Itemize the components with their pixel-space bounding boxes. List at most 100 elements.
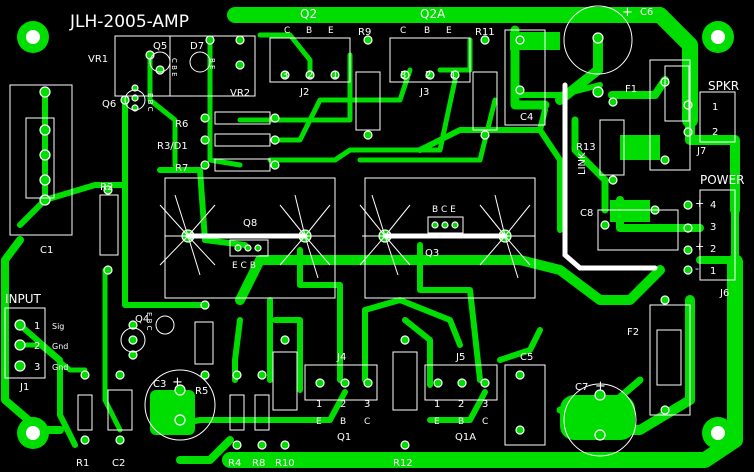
- label-q1-e: E: [316, 417, 322, 427]
- label-q2-e: E: [328, 26, 334, 36]
- label-power-sign-2: +: [695, 240, 704, 253]
- label-q3-pins: B C E: [432, 205, 456, 215]
- label-q2: Q2: [300, 7, 317, 21]
- label-spkr: SPKR: [708, 79, 739, 93]
- label-j5-pin3: 3: [482, 399, 488, 410]
- label-r1: R1: [76, 458, 89, 469]
- label-j2-pin3: 3: [282, 70, 288, 81]
- label-d7: D7: [190, 41, 204, 52]
- mounting-holes: [17, 21, 734, 449]
- label-q2-c: C: [284, 26, 290, 36]
- label-f2: F2: [627, 327, 639, 338]
- label-q6-pins: E B C: [146, 93, 154, 112]
- label-c7: C7: [575, 382, 588, 393]
- label-j4: J4: [336, 352, 346, 363]
- silkscreen-labels: JLH-2005-AMP Q2 Q2A C B E C B E R9 R11 +…: [5, 5, 744, 469]
- label-c3-pol: +: [172, 375, 183, 390]
- label-c7-pol: +: [595, 379, 606, 394]
- label-q8: Q8: [243, 218, 257, 229]
- label-q1: Q1: [337, 432, 351, 443]
- label-j2: J2: [299, 87, 309, 98]
- label-j1: J1: [19, 382, 29, 393]
- label-r13: R13: [576, 142, 596, 153]
- label-f1: F1: [625, 84, 637, 95]
- board-title: JLH-2005-AMP: [69, 12, 189, 32]
- label-j3-pin1: 1: [450, 70, 456, 81]
- label-power: POWER: [700, 173, 744, 187]
- label-j6: J6: [719, 288, 729, 299]
- label-j5-pin1: 1: [434, 399, 440, 410]
- label-j5: J5: [455, 352, 465, 363]
- label-r7: R7: [175, 163, 188, 174]
- label-c1: C1: [40, 245, 53, 256]
- label-j5-pin2: 2: [458, 399, 464, 410]
- wire-links: [185, 82, 658, 271]
- label-j4-pin1: 1: [316, 399, 322, 410]
- label-q1a-e: E: [434, 417, 440, 427]
- component-pads: [14, 32, 693, 450]
- label-r11: R11: [475, 27, 495, 38]
- label-q1a-b: B: [458, 417, 464, 427]
- label-r9: R9: [358, 27, 371, 38]
- label-j4-pin2: 2: [340, 399, 346, 410]
- label-q8-pins: E C B: [232, 261, 256, 271]
- label-q1a-c: C: [482, 417, 488, 427]
- label-power-sign-3: -: [695, 262, 699, 275]
- label-j7: J7: [696, 146, 706, 157]
- label-j2-pin1: 1: [332, 70, 338, 81]
- label-r6: R6: [175, 119, 188, 130]
- label-c5: C5: [520, 352, 533, 363]
- label-c6: C6: [640, 7, 653, 18]
- label-r2: R2: [100, 182, 113, 193]
- label-j2-pin2: 2: [307, 70, 313, 81]
- label-q5: Q5: [153, 41, 167, 52]
- label-q1-b: B: [340, 417, 346, 427]
- label-c3: C3: [153, 379, 166, 390]
- label-power-sign-1: +: [695, 197, 704, 210]
- label-c4: C4: [520, 112, 533, 123]
- label-q4-pins: E B C: [145, 312, 153, 331]
- label-q2-b: B: [306, 26, 312, 36]
- label-r5: R5: [195, 386, 208, 397]
- label-j3-pin3: 3: [400, 70, 406, 81]
- label-vr1: VR1: [88, 54, 108, 65]
- label-q5-pins: C B E: [170, 58, 178, 77]
- label-q2a-c: C: [400, 26, 406, 36]
- label-link: LINK: [577, 152, 588, 175]
- label-spkr-pin1: 1: [712, 102, 718, 113]
- label-j1-gnd1: Gnd: [52, 342, 68, 351]
- label-power-pin2: 2: [710, 244, 716, 255]
- label-j1-gnd2: Gnd: [52, 363, 68, 372]
- label-q6: Q6: [102, 99, 116, 110]
- label-r10: R10: [275, 458, 295, 469]
- label-q2a: Q2A: [420, 7, 446, 21]
- label-j1-pin2: 2: [34, 341, 40, 352]
- label-j1-sig: Sig: [52, 322, 64, 331]
- label-q4: Q4: [135, 314, 149, 325]
- label-r8: R8: [252, 458, 265, 469]
- label-vr2: VR2: [230, 88, 250, 99]
- label-q3: Q3: [425, 248, 439, 259]
- label-j4-pin3: 3: [364, 399, 370, 410]
- label-q2a-e: E: [446, 26, 452, 36]
- label-r12: R12: [393, 458, 413, 469]
- label-j3: J3: [419, 87, 429, 98]
- label-q1-c: C: [364, 417, 370, 427]
- label-d7-pins: B E: [208, 58, 216, 69]
- label-r3d1: R3/D1: [157, 141, 188, 152]
- label-q1a: Q1A: [455, 432, 476, 443]
- label-c6-pol: +: [622, 5, 633, 20]
- label-c2: C2: [112, 458, 125, 469]
- silkscreen-outlines: [4, 5, 736, 457]
- label-input: INPUT: [5, 292, 42, 306]
- label-r4: R4: [228, 458, 241, 469]
- label-j3-pin2: 2: [425, 70, 431, 81]
- label-q2a-b: B: [424, 26, 430, 36]
- label-spkr-pin2: 2: [712, 127, 718, 138]
- label-c8: C8: [580, 208, 593, 219]
- label-j1-pin1: 1: [34, 321, 40, 332]
- label-power-pin3: 3: [710, 222, 716, 233]
- label-power-pin1: 1: [710, 266, 716, 277]
